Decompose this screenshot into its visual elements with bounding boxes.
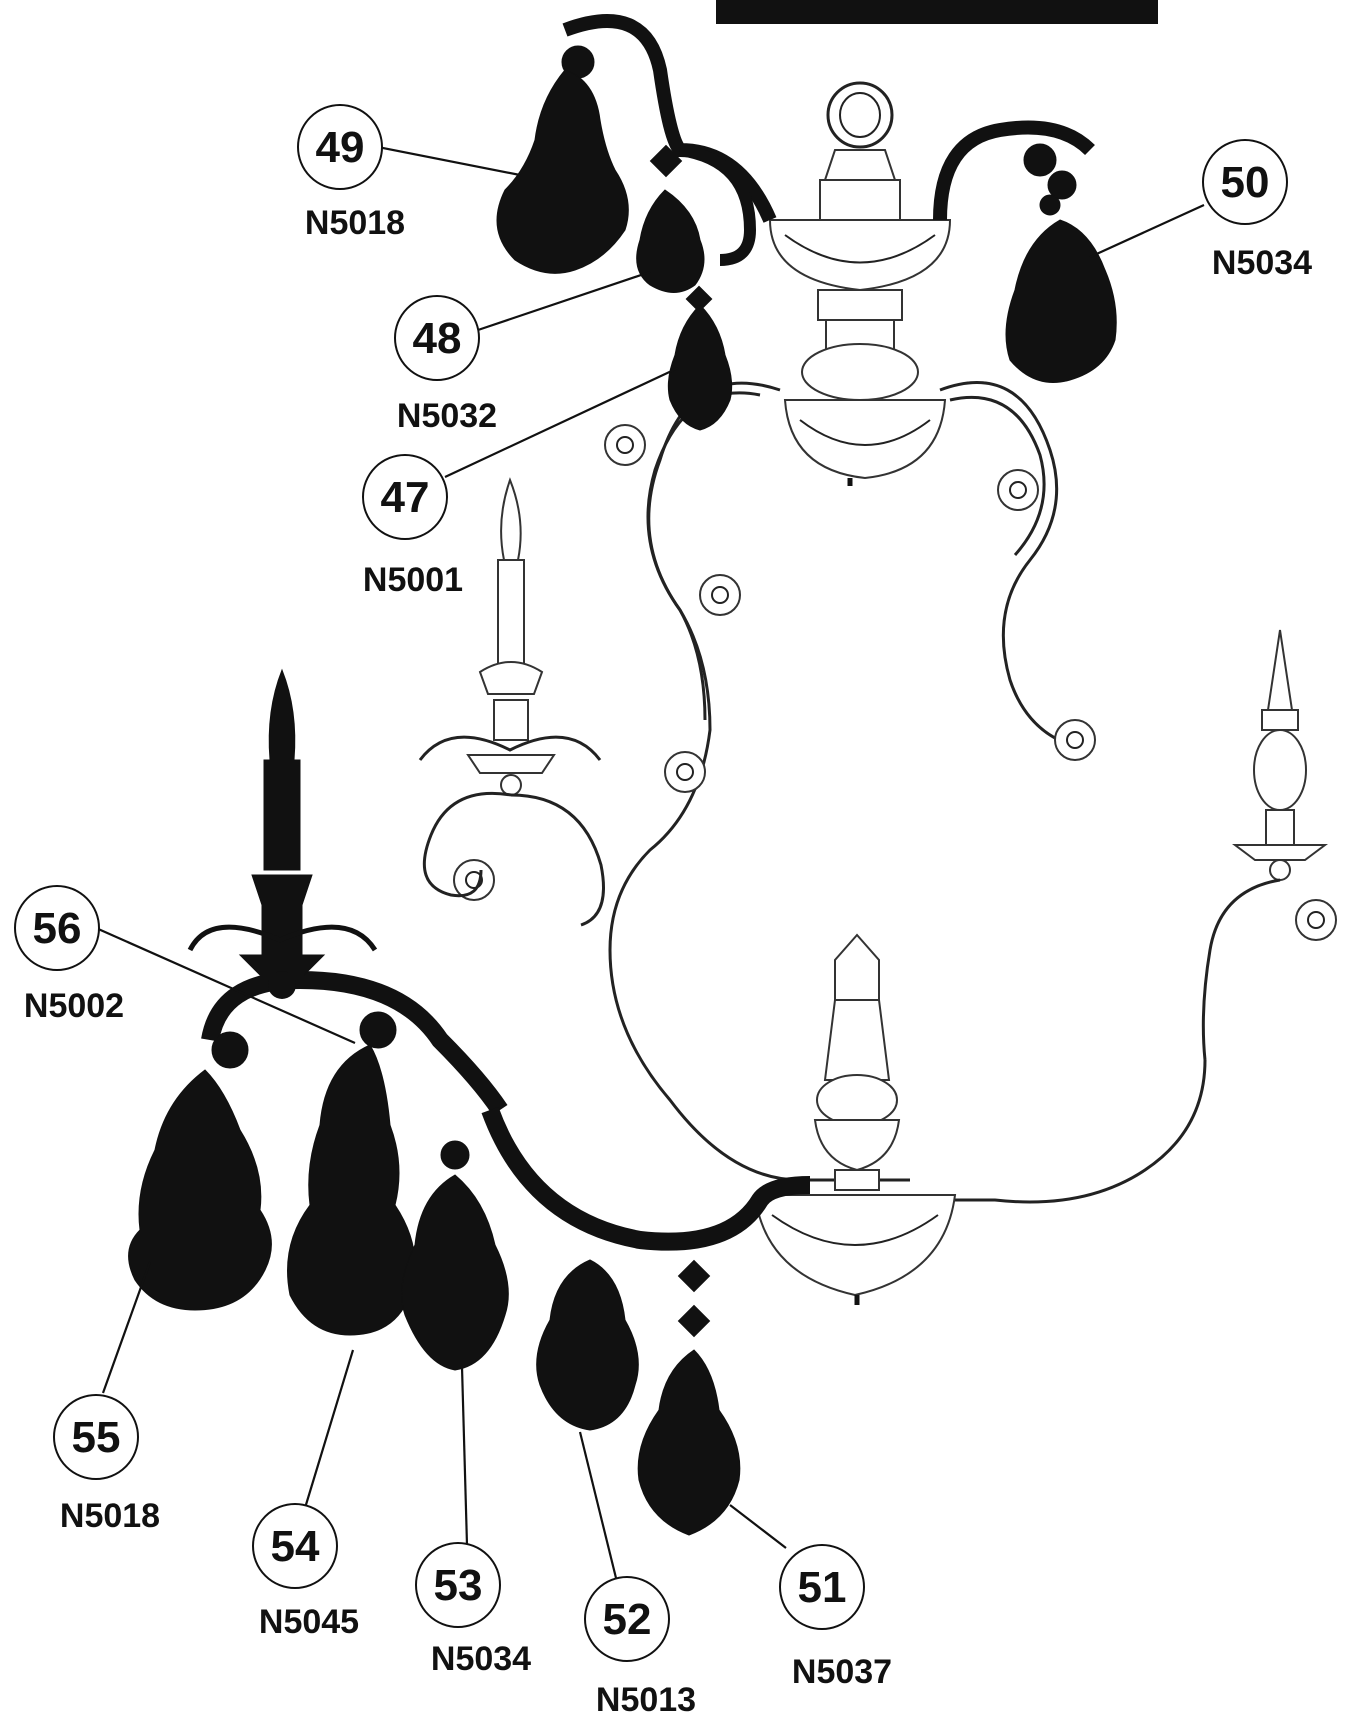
callout-51: 51 N5037 <box>779 1544 892 1691</box>
callout-56: 56 N5002 <box>14 885 124 1025</box>
crystal-51 <box>637 1259 741 1536</box>
callout-48: 48 N5032 <box>394 295 497 435</box>
rosette-6 <box>453 859 495 901</box>
part-code: N5032 <box>397 397 497 435</box>
header-bar <box>716 0 1158 24</box>
crystal-47 <box>667 285 733 431</box>
callout-55: 55 N5018 <box>53 1394 160 1535</box>
outline-candle <box>418 477 605 927</box>
crystal-49 <box>496 45 629 274</box>
callout-47: 47 N5001 <box>362 454 463 599</box>
center-lower-finial <box>753 933 957 1305</box>
upper-right-arm <box>933 120 1095 221</box>
part-code: N5034 <box>1212 244 1312 282</box>
upper-scroll-arm-right <box>939 381 1091 752</box>
callout-number: 50 <box>1221 158 1270 207</box>
leader-lines <box>95 145 1205 1579</box>
part-code: N5018 <box>60 1497 160 1535</box>
part-code: N5013 <box>596 1681 696 1719</box>
crystal-48 <box>636 144 705 293</box>
rosette-4 <box>1054 719 1096 761</box>
crystal-52 <box>536 1259 639 1431</box>
rosette-1 <box>604 424 646 466</box>
rosette-5 <box>664 751 706 793</box>
callout-number: 48 <box>413 314 462 363</box>
solid-candle <box>238 668 326 976</box>
callout-number: 53 <box>434 1561 483 1610</box>
upper-bowl <box>768 219 952 292</box>
crystal-50 <box>1005 143 1117 383</box>
crystal-53 <box>401 1140 509 1371</box>
callout-number: 55 <box>72 1413 121 1462</box>
rosette-2 <box>997 469 1039 511</box>
callout-49: 49 N5018 <box>297 104 405 242</box>
lower-solid-arm <box>187 668 811 1251</box>
part-code: N5018 <box>305 204 405 242</box>
part-code: N5034 <box>431 1640 531 1678</box>
center-stem-upper <box>823 149 897 181</box>
part-code: N5002 <box>24 987 124 1025</box>
crystal-54 <box>287 1011 416 1336</box>
part-code: N5037 <box>792 1653 892 1691</box>
callout-50: 50 N5034 <box>1202 139 1312 282</box>
upper-lower-cup <box>783 399 947 480</box>
callout-number: 51 <box>798 1563 847 1612</box>
callout-number: 49 <box>316 123 365 172</box>
callout-number: 54 <box>271 1522 320 1571</box>
rosette-3 <box>699 574 741 616</box>
crystal-55 <box>128 1031 272 1311</box>
part-code: N5045 <box>259 1603 359 1641</box>
rosette-7 <box>1295 899 1337 941</box>
callout-number: 56 <box>33 904 82 953</box>
upper-chandelier <box>418 14 1337 1305</box>
callout-number: 47 <box>381 473 430 522</box>
part-code: N5001 <box>363 561 463 599</box>
callout-54: 54 N5045 <box>252 1503 359 1641</box>
callout-number: 52 <box>603 1595 652 1644</box>
outline-finial-right <box>925 629 1328 1204</box>
callout-53: 53 N5034 <box>415 1542 531 1678</box>
callout-52: 52 N5013 <box>584 1576 696 1719</box>
top-ring <box>826 81 894 149</box>
